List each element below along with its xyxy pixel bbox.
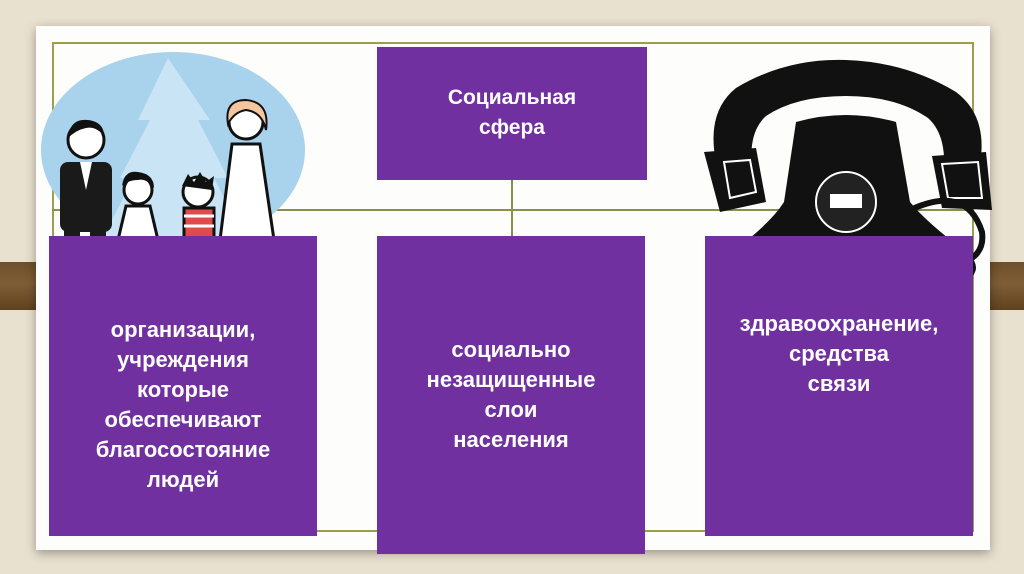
family-illustration (38, 50, 308, 265)
root-box-social-sphere: Социальная сфера (377, 47, 647, 180)
child-box-label: здравоохранение, средства связи (740, 309, 939, 399)
child-box-vulnerable-groups: социально незащищенные слои населения (377, 236, 645, 554)
connector-vertical (511, 180, 513, 236)
child-box-label: социально незащищенные слои населения (427, 335, 596, 455)
child-box-healthcare-communications: здравоохранение, средства связи (705, 236, 973, 536)
child-box-label: организации, учреждения которые обеспечи… (96, 315, 270, 495)
child-box-organizations: организации, учреждения которые обеспечи… (49, 236, 317, 536)
root-box-label: Социальная сфера (448, 83, 576, 143)
mother-figure (220, 100, 274, 258)
